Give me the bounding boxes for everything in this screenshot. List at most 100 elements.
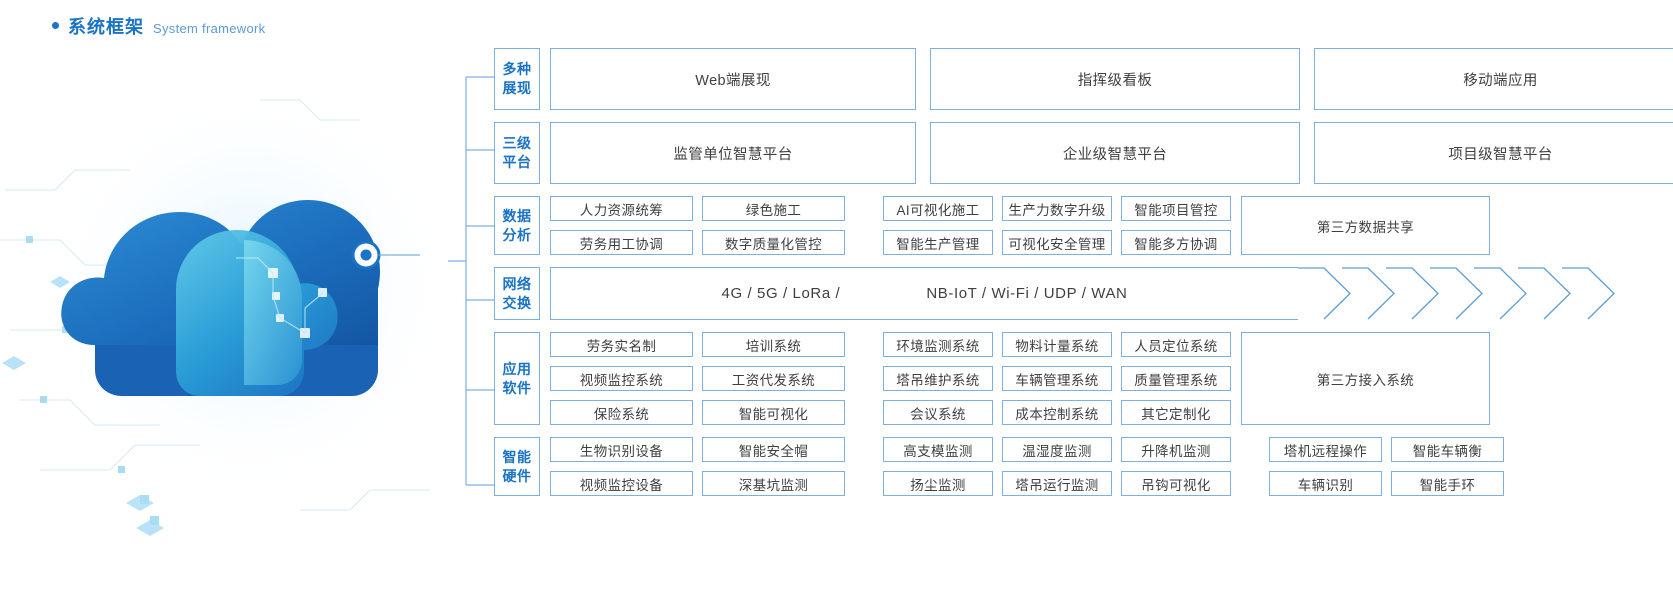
group-spacer <box>855 437 873 496</box>
row-label-line2: 软件 <box>502 379 532 396</box>
application-right-group: 环境监测系统 物料计量系统 人员定位系统 塔吊维护系统 车辆管理系统 质量管理系… <box>883 332 1231 425</box>
row-data-analysis: 数据 分析 人力资源统筹 绿色施工 劳务用工协调 数字质量化管控 <box>494 196 1673 255</box>
cell-insurance-system[interactable]: 保险系统 <box>550 400 693 425</box>
cloud-illustration <box>0 40 470 580</box>
group-row: 高支模监测 温湿度监测 升降机监测 <box>883 437 1231 462</box>
group-spacer <box>855 332 873 425</box>
cell-enterprise-platform[interactable]: 企业级智慧平台 <box>930 122 1300 184</box>
cell-visual-safety-mgmt[interactable]: 可视化安全管理 <box>1002 230 1112 255</box>
cell-green-construction[interactable]: 绿色施工 <box>702 196 845 221</box>
cell-high-formwork-monitoring[interactable]: 高支模监测 <box>883 437 993 462</box>
cell-personnel-positioning-system[interactable]: 人员定位系统 <box>1121 332 1231 357</box>
cell-deep-foundation-pit-monitoring[interactable]: 深基坑监测 <box>702 471 845 496</box>
section-title: 系统框架 System framework <box>52 13 265 39</box>
cell-other-customization[interactable]: 其它定制化 <box>1121 400 1231 425</box>
network-bar: 4G / 5G / LoRa / NB-IoT / Wi-Fi / UDP / … <box>550 267 1673 320</box>
application-left-group: 劳务实名制 培训系统 视频监控系统 工资代发系统 保险系统 智能可视化 <box>550 332 845 425</box>
cell-dust-monitoring[interactable]: 扬尘监测 <box>883 471 993 496</box>
cell-smart-helmet[interactable]: 智能安全帽 <box>702 437 845 462</box>
cell-smart-multiparty-coordination[interactable]: 智能多方协调 <box>1121 230 1231 255</box>
cell-smart-weighbridge[interactable]: 智能车辆衡 <box>1391 437 1504 462</box>
cell-payroll-system[interactable]: 工资代发系统 <box>702 366 845 391</box>
tree-connector <box>448 45 508 545</box>
cell-hook-visualization[interactable]: 吊钩可视化 <box>1121 471 1231 496</box>
cell-mobile-app[interactable]: 移动端应用 <box>1314 48 1673 110</box>
group-row: 塔机远程操作 智能车辆衡 <box>1269 437 1504 462</box>
cell-crane-operation-monitoring[interactable]: 塔吊运行监测 <box>1002 471 1112 496</box>
cell-environment-monitoring-system[interactable]: 环境监测系统 <box>883 332 993 357</box>
row-three-tier-platform: 三级 平台 监管单位智慧平台 企业级智慧平台 项目级智慧平台 <box>494 122 1673 184</box>
group-spacer <box>855 196 873 255</box>
group-spacer <box>1241 437 1259 496</box>
hardware-left-group: 生物识别设备 智能安全帽 视频监控设备 深基坑监测 <box>550 437 845 496</box>
cell-labor-realname[interactable]: 劳务实名制 <box>550 332 693 357</box>
cell-digital-quality-control[interactable]: 数字质量化管控 <box>702 230 845 255</box>
group-row: 视频监控系统 工资代发系统 <box>550 366 845 391</box>
cell-crane-maintenance-system[interactable]: 塔吊维护系统 <box>883 366 993 391</box>
row-label-line2: 交换 <box>502 294 532 311</box>
row-label-application-software: 应用 软件 <box>494 332 540 425</box>
cell-project-platform[interactable]: 项目级智慧平台 <box>1314 122 1673 184</box>
group-row: 劳务用工协调 数字质量化管控 <box>550 230 845 255</box>
cell-smart-project-control[interactable]: 智能项目管控 <box>1121 196 1231 221</box>
cell-hoist-monitoring[interactable]: 升降机监测 <box>1121 437 1231 462</box>
cell-cost-control-system[interactable]: 成本控制系统 <box>1002 400 1112 425</box>
row-label-line1: 应用 <box>502 360 532 377</box>
cell-labor-coordination[interactable]: 劳务用工协调 <box>550 230 693 255</box>
row-label-line2: 硬件 <box>502 467 532 484</box>
cell-material-metering-system[interactable]: 物料计量系统 <box>1002 332 1112 357</box>
hardware-far-group: 塔机远程操作 智能车辆衡 车辆识别 智能手环 <box>1269 437 1504 496</box>
row-multi-presentation: 多种 展现 Web端展现 指挥级看板 移动端应用 <box>494 48 1673 110</box>
row-label-line1: 智能 <box>502 448 532 465</box>
network-protocol-box[interactable]: 4G / 5G / LoRa / NB-IoT / Wi-Fi / UDP / … <box>550 267 1298 320</box>
group-row: 视频监控设备 深基坑监测 <box>550 471 845 496</box>
cell-video-surveillance-system[interactable]: 视频监控系统 <box>550 366 693 391</box>
cell-hr-coordination[interactable]: 人力资源统筹 <box>550 196 693 221</box>
group-row: 塔吊维护系统 车辆管理系统 质量管理系统 <box>883 366 1231 391</box>
network-text-left: 4G / 5G / LoRa / <box>721 285 841 302</box>
cell-tower-crane-remote-operation[interactable]: 塔机远程操作 <box>1269 437 1382 462</box>
hardware-mid-group: 高支模监测 温湿度监测 升降机监测 扬尘监测 塔吊运行监测 吊钩可视化 <box>883 437 1231 496</box>
cell-meeting-system[interactable]: 会议系统 <box>883 400 993 425</box>
cell-regulator-platform[interactable]: 监管单位智慧平台 <box>550 122 916 184</box>
cell-smart-production-mgmt[interactable]: 智能生产管理 <box>883 230 993 255</box>
group-row: 人力资源统筹 绿色施工 <box>550 196 845 221</box>
section-title-cn: 系统框架 <box>68 17 144 37</box>
cell-vehicle-recognition[interactable]: 车辆识别 <box>1269 471 1382 496</box>
cell-training-system[interactable]: 培训系统 <box>702 332 845 357</box>
group-row: 车辆识别 智能手环 <box>1269 471 1504 496</box>
cell-productivity-digital-upgrade[interactable]: 生产力数字升级 <box>1002 196 1112 221</box>
row-label-line1: 多种 <box>502 61 532 77</box>
cell-biometric-device[interactable]: 生物识别设备 <box>550 437 693 462</box>
cell-web-presentation[interactable]: Web端展现 <box>550 48 916 110</box>
cell-video-surveillance-device[interactable]: 视频监控设备 <box>550 471 693 496</box>
chevron-arrows-icon <box>1298 267 1673 320</box>
group-row: 扬尘监测 塔吊运行监测 吊钩可视化 <box>883 471 1231 496</box>
row-label-line2: 展现 <box>502 80 532 96</box>
row-label-line2: 平台 <box>502 154 532 170</box>
cell-smart-visualization[interactable]: 智能可视化 <box>702 400 845 425</box>
cell-command-dashboard[interactable]: 指挥级看板 <box>930 48 1300 110</box>
group-row: 环境监测系统 物料计量系统 人员定位系统 <box>883 332 1231 357</box>
row-network-exchange: 网络 交换 4G / 5G / LoRa / NB-IoT / Wi-Fi / … <box>494 267 1673 320</box>
row-label-data-analysis: 数据 分析 <box>494 196 540 255</box>
framework-rows: 多种 展现 Web端展现 指挥级看板 移动端应用 三级 平台 监管单位智慧平台 … <box>494 48 1673 508</box>
row-application-software: 应用 软件 劳务实名制 培训系统 视频监控系统 工资代发系统 保险系统 智能可视… <box>494 332 1673 425</box>
section-title-en: System framework <box>153 21 266 36</box>
cell-temperature-humidity-monitoring[interactable]: 温湿度监测 <box>1002 437 1112 462</box>
group-row: AI可视化施工 生产力数字升级 智能项目管控 <box>883 196 1231 221</box>
cell-vehicle-management-system[interactable]: 车辆管理系统 <box>1002 366 1112 391</box>
cell-ai-visual-construction[interactable]: AI可视化施工 <box>883 196 993 221</box>
group-row: 会议系统 成本控制系统 其它定制化 <box>883 400 1231 425</box>
row-label-line2: 分析 <box>502 226 532 243</box>
cell-smart-wristband[interactable]: 智能手环 <box>1391 471 1504 496</box>
row-label-multi-presentation: 多种 展现 <box>494 48 540 110</box>
row-label-line1: 数据 <box>502 207 532 224</box>
cell-quality-management-system[interactable]: 质量管理系统 <box>1121 366 1231 391</box>
row-label-intelligent-hardware: 智能 硬件 <box>494 437 540 496</box>
cell-third-party-access-system[interactable]: 第三方接入系统 <box>1241 332 1490 425</box>
data-analysis-left-group: 人力资源统筹 绿色施工 劳务用工协调 数字质量化管控 <box>550 196 845 255</box>
cell-third-party-data-sharing[interactable]: 第三方数据共享 <box>1241 196 1490 255</box>
bullet-dot-icon <box>52 22 59 29</box>
